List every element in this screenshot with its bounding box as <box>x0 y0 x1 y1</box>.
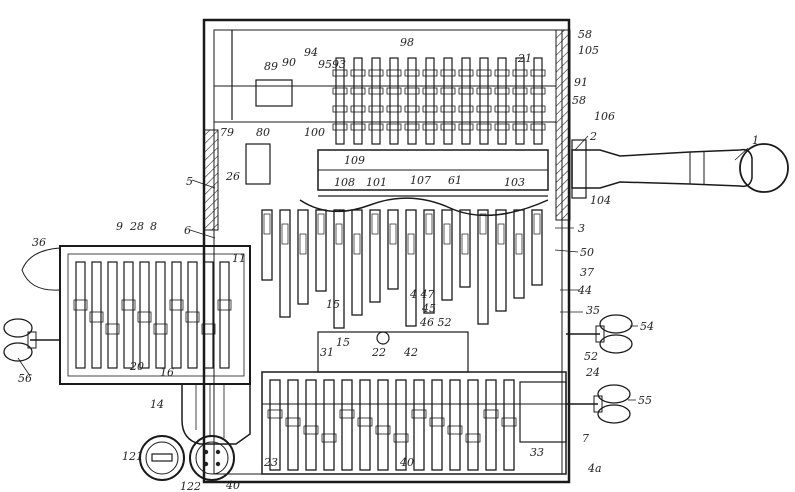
label-106: 106 <box>594 110 615 123</box>
label-103: 103 <box>504 176 525 189</box>
label-98: 98 <box>400 36 414 49</box>
label-36: 36 <box>32 236 46 249</box>
label-44: 44 <box>577 284 592 297</box>
label-11: 11 <box>232 252 246 265</box>
label-79: 79 <box>220 126 234 139</box>
right-knob-54 <box>566 314 633 354</box>
label-9: 9 <box>116 220 123 233</box>
label-122: 122 <box>180 480 201 492</box>
label-58b: 58 <box>572 94 586 107</box>
label-28: 28 <box>129 220 144 233</box>
label-37: 37 <box>580 266 594 279</box>
label-54: 54 <box>640 320 654 333</box>
label-101: 101 <box>366 176 387 189</box>
label-42: 42 <box>403 346 418 359</box>
label-91: 91 <box>574 76 588 89</box>
label-8: 8 <box>150 220 157 233</box>
label-45: 45 <box>421 302 436 315</box>
label-56: 56 <box>18 372 32 385</box>
left-rack-bars <box>73 261 232 369</box>
coin-121 <box>139 435 185 481</box>
label-2: 2 <box>589 130 597 143</box>
main-housing <box>202 18 571 484</box>
label-40a: 40 <box>399 456 414 469</box>
right-knob-55 <box>566 384 631 424</box>
label-58a: 58 <box>578 28 592 41</box>
label-23: 23 <box>263 456 278 469</box>
label-35: 35 <box>586 304 600 317</box>
label-94: 94 <box>304 46 318 59</box>
label-26: 26 <box>225 170 240 183</box>
label-50: 50 <box>580 246 594 259</box>
label-107: 107 <box>410 174 431 187</box>
lower-rack-bars <box>267 379 517 471</box>
coin-122 <box>189 435 235 481</box>
label-15a: 15 <box>326 298 340 311</box>
left-extension <box>21 245 251 385</box>
label-15b: 15 <box>336 336 350 349</box>
label-95: 95 <box>318 58 332 71</box>
label-1: 1 <box>752 134 759 147</box>
label-121: 121 <box>122 450 143 463</box>
label-3: 3 <box>578 222 585 235</box>
label-100: 100 <box>304 126 325 139</box>
label-55: 55 <box>638 394 652 407</box>
reference-numerals: 1 2 3 4 47 5 6 7 8 9 11 14 15 15 16 20 2… <box>18 28 759 492</box>
label-21: 21 <box>517 52 532 65</box>
upper-gear-comb <box>245 57 546 185</box>
label-14: 14 <box>150 398 164 411</box>
label-61: 61 <box>448 174 462 187</box>
label-80: 80 <box>256 126 270 139</box>
label-104: 104 <box>590 194 611 207</box>
label-20: 20 <box>129 360 144 373</box>
label-46-52: 46 52 <box>419 316 452 329</box>
label-90: 90 <box>282 56 296 69</box>
label-93: 93 <box>332 58 346 71</box>
label-4-47: 4 47 <box>409 288 435 301</box>
label-40: 40 <box>225 479 240 492</box>
label-5: 5 <box>186 175 193 188</box>
left-knob-56 <box>3 318 60 362</box>
label-16: 16 <box>160 366 174 379</box>
crank-handle <box>571 139 789 199</box>
label-52: 52 <box>584 350 598 363</box>
label-24: 24 <box>585 366 600 379</box>
label-22: 22 <box>371 346 386 359</box>
label-89: 89 <box>264 60 278 73</box>
label-109: 109 <box>344 154 365 167</box>
label-31: 31 <box>320 346 334 359</box>
label-33: 33 <box>530 446 544 459</box>
leader-lines <box>17 135 749 401</box>
label-108: 108 <box>334 176 355 189</box>
label-7: 7 <box>582 432 589 445</box>
label-105: 105 <box>578 44 599 57</box>
vertical-rack-bars <box>261 209 543 329</box>
label-6: 6 <box>184 224 191 237</box>
carriage-rods <box>299 149 549 217</box>
chute <box>181 384 251 445</box>
label-4a: 4a <box>587 462 602 475</box>
